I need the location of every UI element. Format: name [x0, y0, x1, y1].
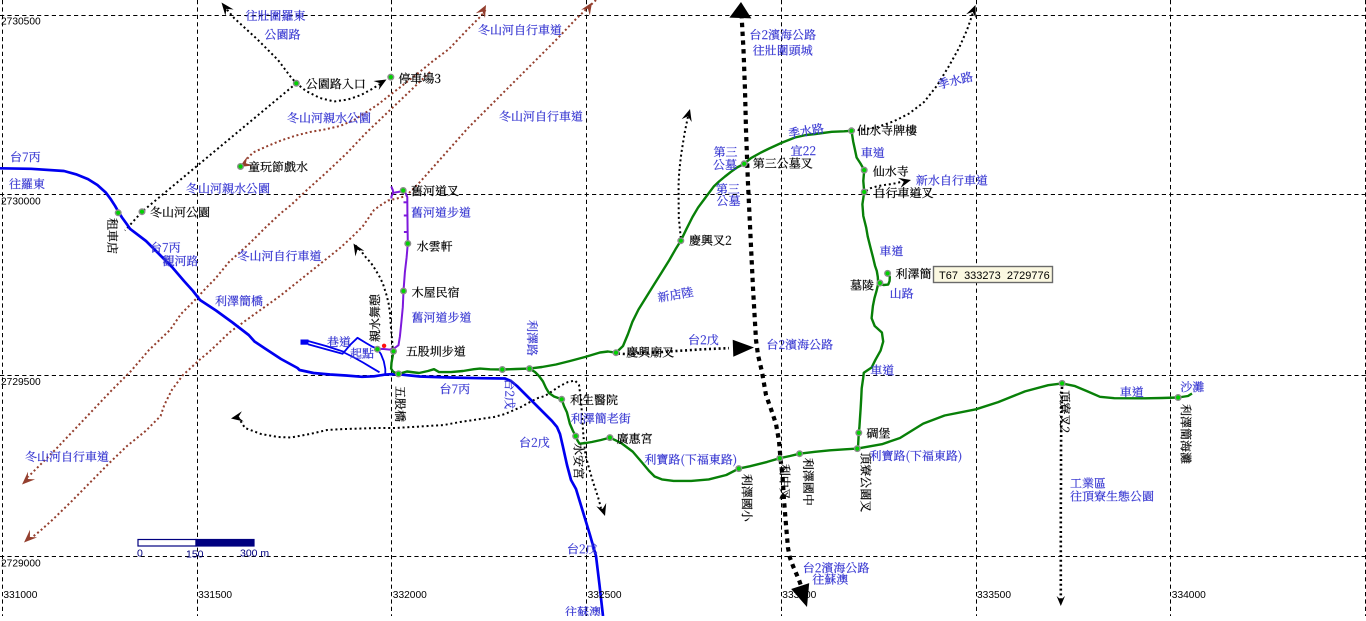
svg-text:300 m: 300 m [240, 548, 269, 560]
svg-text:2729500: 2729500 [1, 377, 41, 388]
svg-text:2730500: 2730500 [1, 17, 41, 28]
svg-text:332500: 332500 [588, 590, 622, 601]
svg-text:150: 150 [186, 549, 204, 561]
svg-text:332000: 332000 [393, 590, 427, 601]
svg-text:331500: 331500 [198, 590, 232, 601]
svg-text:333500: 333500 [977, 590, 1011, 601]
svg-text:331000: 331000 [3, 590, 37, 601]
svg-text:333000: 333000 [782, 590, 816, 601]
svg-text:2729000: 2729000 [1, 559, 41, 570]
svg-text:2730000: 2730000 [1, 196, 41, 207]
svg-text:334000: 334000 [1172, 590, 1206, 601]
svg-text:T67 333273 2729776: T67 333273 2729776 [939, 270, 1050, 282]
svg-text:0: 0 [137, 548, 143, 560]
